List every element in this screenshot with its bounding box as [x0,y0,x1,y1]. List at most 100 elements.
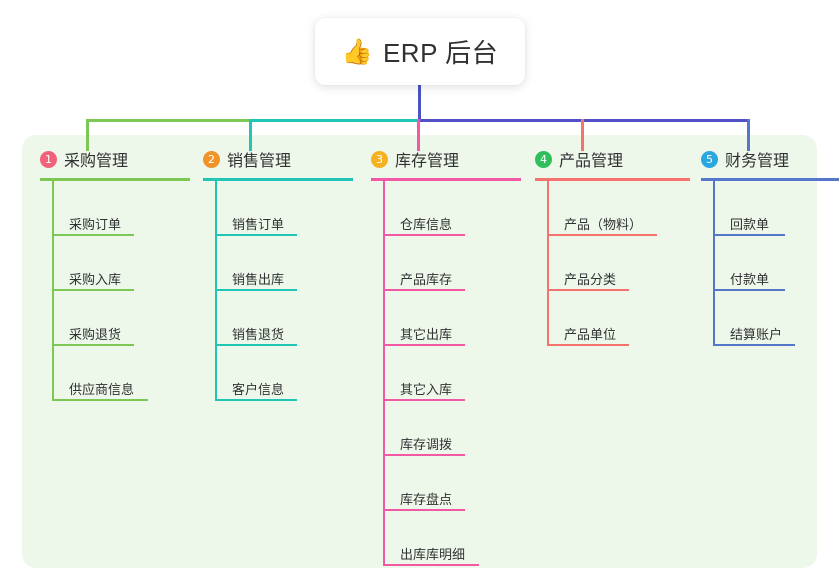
list-item[interactable]: 采购退货 [40,291,190,346]
column-spine-connector [383,181,385,566]
list-item-underline [52,289,134,291]
list-item-underline [547,289,629,291]
column-header-财务管理[interactable]: 5 财务管理 [701,147,839,171]
list-item-label: 其它出库 [400,327,453,342]
column-items: 采购订单采购入库采购退货供应商信息 [40,181,190,401]
list-item[interactable]: 产品分类 [535,236,690,291]
list-item-label: 付款单 [730,272,770,287]
list-item[interactable]: 出库库明细 [371,511,521,566]
column-index-badge: 4 [535,150,552,168]
list-item-label: 其它入库 [400,382,453,397]
column-header-underline [40,178,190,181]
list-item[interactable]: 仓库信息 [371,181,521,236]
column-spine-connector [547,181,549,346]
drop-1-connector [86,119,89,151]
list-item-underline [713,234,785,236]
list-item[interactable]: 其它出库 [371,291,521,346]
column-header-销售管理[interactable]: 2 销售管理 [203,147,353,171]
column-items: 销售订单销售出库销售退货客户信息 [203,181,353,401]
list-item[interactable]: 产品单位 [535,291,690,346]
list-item-underline [713,344,795,346]
list-item[interactable]: 库存盘点 [371,456,521,511]
list-item-label: 供应商信息 [69,382,135,397]
column-header-库存管理[interactable]: 3 库存管理 [371,147,521,171]
column-index-badge: 5 [701,150,718,168]
column-财务管理: 5 财务管理回款单付款单结算账户 [701,147,839,346]
list-item-label: 库存盘点 [400,492,453,507]
drop-2-connector [249,119,252,151]
list-item-label: 结算账户 [730,327,783,342]
list-item-underline [383,509,465,511]
list-item[interactable]: 采购订单 [40,181,190,236]
list-item[interactable]: 产品（物料） [535,181,690,236]
column-title: 库存管理 [395,153,460,170]
list-item-label: 采购退货 [69,327,122,342]
list-item[interactable]: 其它入库 [371,346,521,401]
list-item-label: 销售出库 [232,272,285,287]
column-items: 产品（物料） 产品分类产品单位 [535,181,690,346]
list-item-label: 采购订单 [69,217,122,232]
list-item-label: 回款单 [730,217,770,232]
column-title: 产品管理 [559,153,624,170]
list-item[interactable]: 回款单 [701,181,839,236]
column-header-underline [371,178,521,181]
column-header-underline [535,178,690,181]
list-item-label: 销售订单 [232,217,285,232]
list-item-underline [52,234,134,236]
column-items: 仓库信息产品库存其它出库其它入库库存调拨库存盘点出库库明细 [371,181,521,566]
column-title: 财务管理 [725,153,790,170]
list-item-label: 产品库存 [400,272,453,287]
list-item-label: 采购入库 [69,272,122,287]
list-item-label: 出库库明细 [400,547,466,562]
list-item[interactable]: 销售退货 [203,291,353,346]
list-item[interactable]: 结算账户 [701,291,839,346]
list-item-underline [383,399,465,401]
list-item[interactable]: 付款单 [701,236,839,291]
column-header-产品管理[interactable]: 4 产品管理 [535,147,690,171]
list-item-underline [383,234,465,236]
drop-4-connector [581,119,584,151]
root-node-content: 👍 ERP 后台 [342,33,498,70]
list-item[interactable]: 销售出库 [203,236,353,291]
list-item[interactable]: 产品库存 [371,236,521,291]
column-items: 回款单付款单结算账户 [701,181,839,346]
column-index-badge: 2 [203,150,220,168]
list-item-underline [215,399,297,401]
root-stem-connector [418,85,421,122]
list-item-label: 产品（物料） [564,217,643,232]
list-item-label: 仓库信息 [400,217,453,232]
column-产品管理: 4 产品管理产品（物料） 产品分类产品单位 [535,147,690,346]
list-item-underline [215,289,297,291]
root-node-card[interactable]: 👍 ERP 后台 [315,18,525,85]
column-header-采购管理[interactable]: 1 采购管理 [40,147,190,171]
list-item[interactable]: 销售订单 [203,181,353,236]
drop-3-connector [417,119,420,151]
column-采购管理: 1 采购管理采购订单采购入库采购退货供应商信息 [40,147,190,401]
column-index-badge: 3 [371,150,388,168]
purple-bus [418,119,750,122]
list-item[interactable]: 客户信息 [203,346,353,401]
column-spine-connector [215,181,217,401]
list-item-underline [383,289,465,291]
list-item-underline [383,344,465,346]
teal-bus [250,119,419,122]
column-title: 销售管理 [227,153,292,170]
list-item[interactable]: 采购入库 [40,236,190,291]
list-item-underline [52,344,134,346]
column-title: 采购管理 [64,153,129,170]
list-item-underline [215,234,297,236]
list-item-underline [713,289,785,291]
thumbs-up-icon: 👍 [341,38,373,66]
list-item-underline [383,454,465,456]
list-item-underline [215,344,297,346]
list-item-label: 库存调拨 [400,437,453,452]
list-item-label: 销售退货 [232,327,285,342]
diagram-background-panel [22,135,817,568]
list-item[interactable]: 供应商信息 [40,346,190,401]
list-item[interactable]: 库存调拨 [371,401,521,456]
column-spine-connector [713,181,715,346]
column-index-badge: 1 [40,150,57,168]
list-item-underline [547,234,657,236]
list-item-underline [383,564,479,566]
